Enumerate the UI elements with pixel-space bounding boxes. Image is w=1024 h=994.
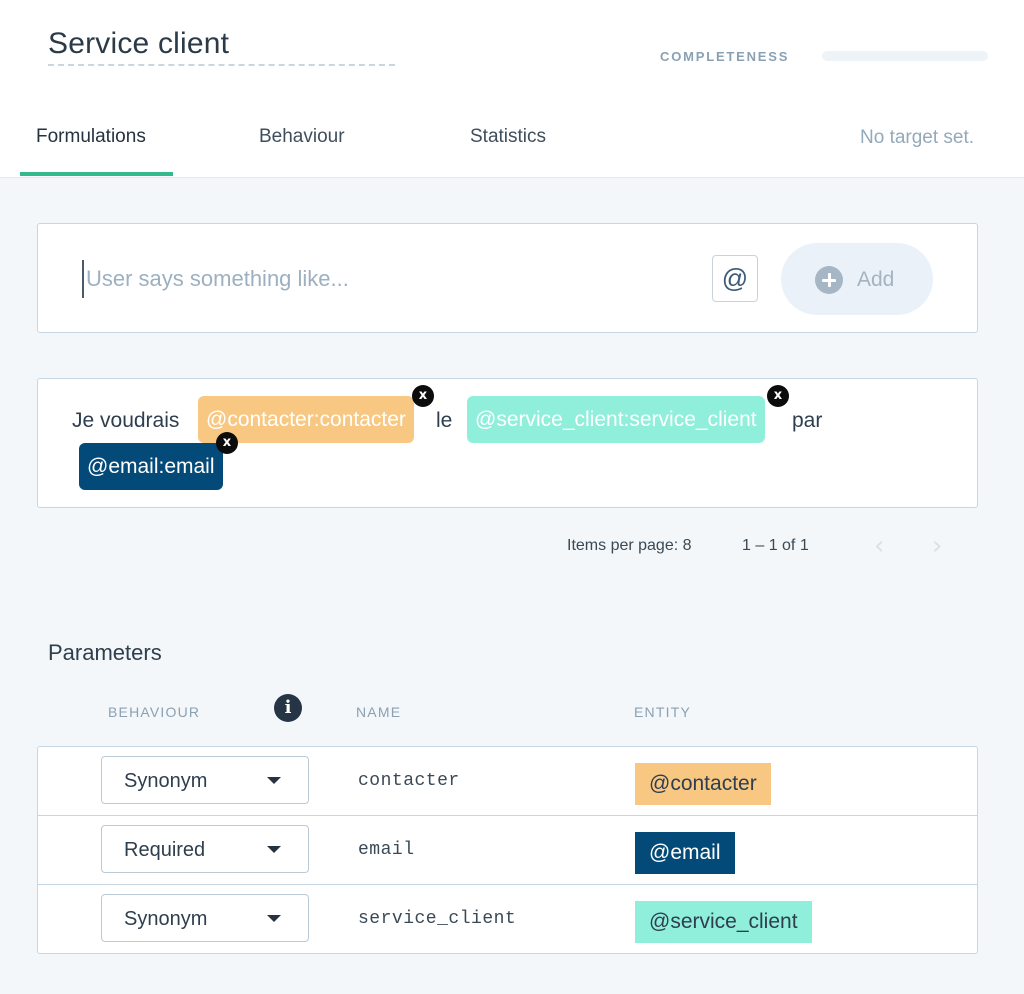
parameter-name: email	[358, 840, 415, 860]
close-icon[interactable]: x	[767, 385, 789, 407]
entity-mention-button[interactable]: @	[712, 255, 758, 302]
entity-tag[interactable]: @email	[635, 832, 735, 874]
completeness-bar	[822, 51, 988, 61]
behaviour-select[interactable]: Required	[101, 825, 309, 873]
intent-title-field[interactable]: Service client	[48, 24, 395, 66]
formulation-item[interactable]: Je voudrais @contacter:contacter x le @s…	[37, 378, 978, 508]
table-row: Synonym service_client @service_client	[38, 885, 977, 954]
parameters-title: Parameters	[48, 640, 162, 665]
formulation-word: Je voudrais	[72, 409, 180, 432]
close-icon[interactable]: x	[216, 432, 238, 454]
add-button-label: Add	[857, 268, 895, 291]
behaviour-select-value: Synonym	[124, 908, 208, 930]
add-formulation-button[interactable]: Add	[781, 243, 933, 315]
entity-chip-service-client[interactable]: @service_client:service_client	[467, 396, 765, 443]
formulation-composer: @ Add	[37, 223, 978, 333]
tab-behaviour[interactable]: Behaviour	[259, 126, 345, 147]
behaviour-select-value: Synonym	[124, 770, 208, 792]
plus-circle-icon	[815, 266, 843, 294]
info-icon[interactable]: i	[274, 694, 302, 722]
close-icon[interactable]: x	[412, 385, 434, 407]
tab-statistics[interactable]: Statistics	[470, 126, 547, 147]
formulation-word: par	[792, 409, 823, 432]
intent-title[interactable]: Service client	[48, 27, 230, 60]
column-header-name: NAME	[356, 704, 402, 720]
column-header-behaviour: BEHAVIOUR	[108, 704, 201, 720]
behaviour-select-value: Required	[124, 839, 206, 861]
column-header-entity: ENTITY	[634, 704, 691, 720]
pagination-range: 1 – 1 of 1	[742, 537, 809, 554]
tab-formulations[interactable]: Formulations	[36, 126, 146, 147]
entity-chip-email[interactable]: @email:email	[79, 443, 223, 490]
formulation-word: le	[436, 409, 453, 432]
parameter-name: contacter	[358, 771, 460, 791]
parameters-table: Synonym contacter @contacter Required em…	[37, 746, 978, 954]
parameter-name: service_client	[358, 909, 517, 929]
caret-down-icon	[267, 915, 281, 922]
table-row: Synonym contacter @contacter	[38, 747, 977, 816]
caret-down-icon	[267, 777, 281, 784]
chevron-left-icon[interactable]: ‹	[874, 531, 885, 561]
items-per-page[interactable]: Items per page: 8	[567, 537, 692, 554]
caret-down-icon	[267, 846, 281, 853]
table-row: Required email @email	[38, 816, 977, 885]
target-status[interactable]: No target set.	[860, 127, 975, 148]
entity-tag[interactable]: @service_client	[635, 901, 812, 943]
active-tab-indicator	[20, 172, 173, 176]
completeness-label: COMPLETENESS	[660, 49, 790, 64]
user-says-input[interactable]	[82, 260, 682, 298]
entity-tag[interactable]: @contacter	[635, 763, 771, 805]
behaviour-select[interactable]: Synonym	[101, 756, 309, 804]
intent-header: Service client COMPLETENESS Formulations…	[0, 0, 1024, 178]
chevron-right-icon[interactable]: ›	[932, 531, 943, 561]
behaviour-select[interactable]: Synonym	[101, 894, 309, 942]
